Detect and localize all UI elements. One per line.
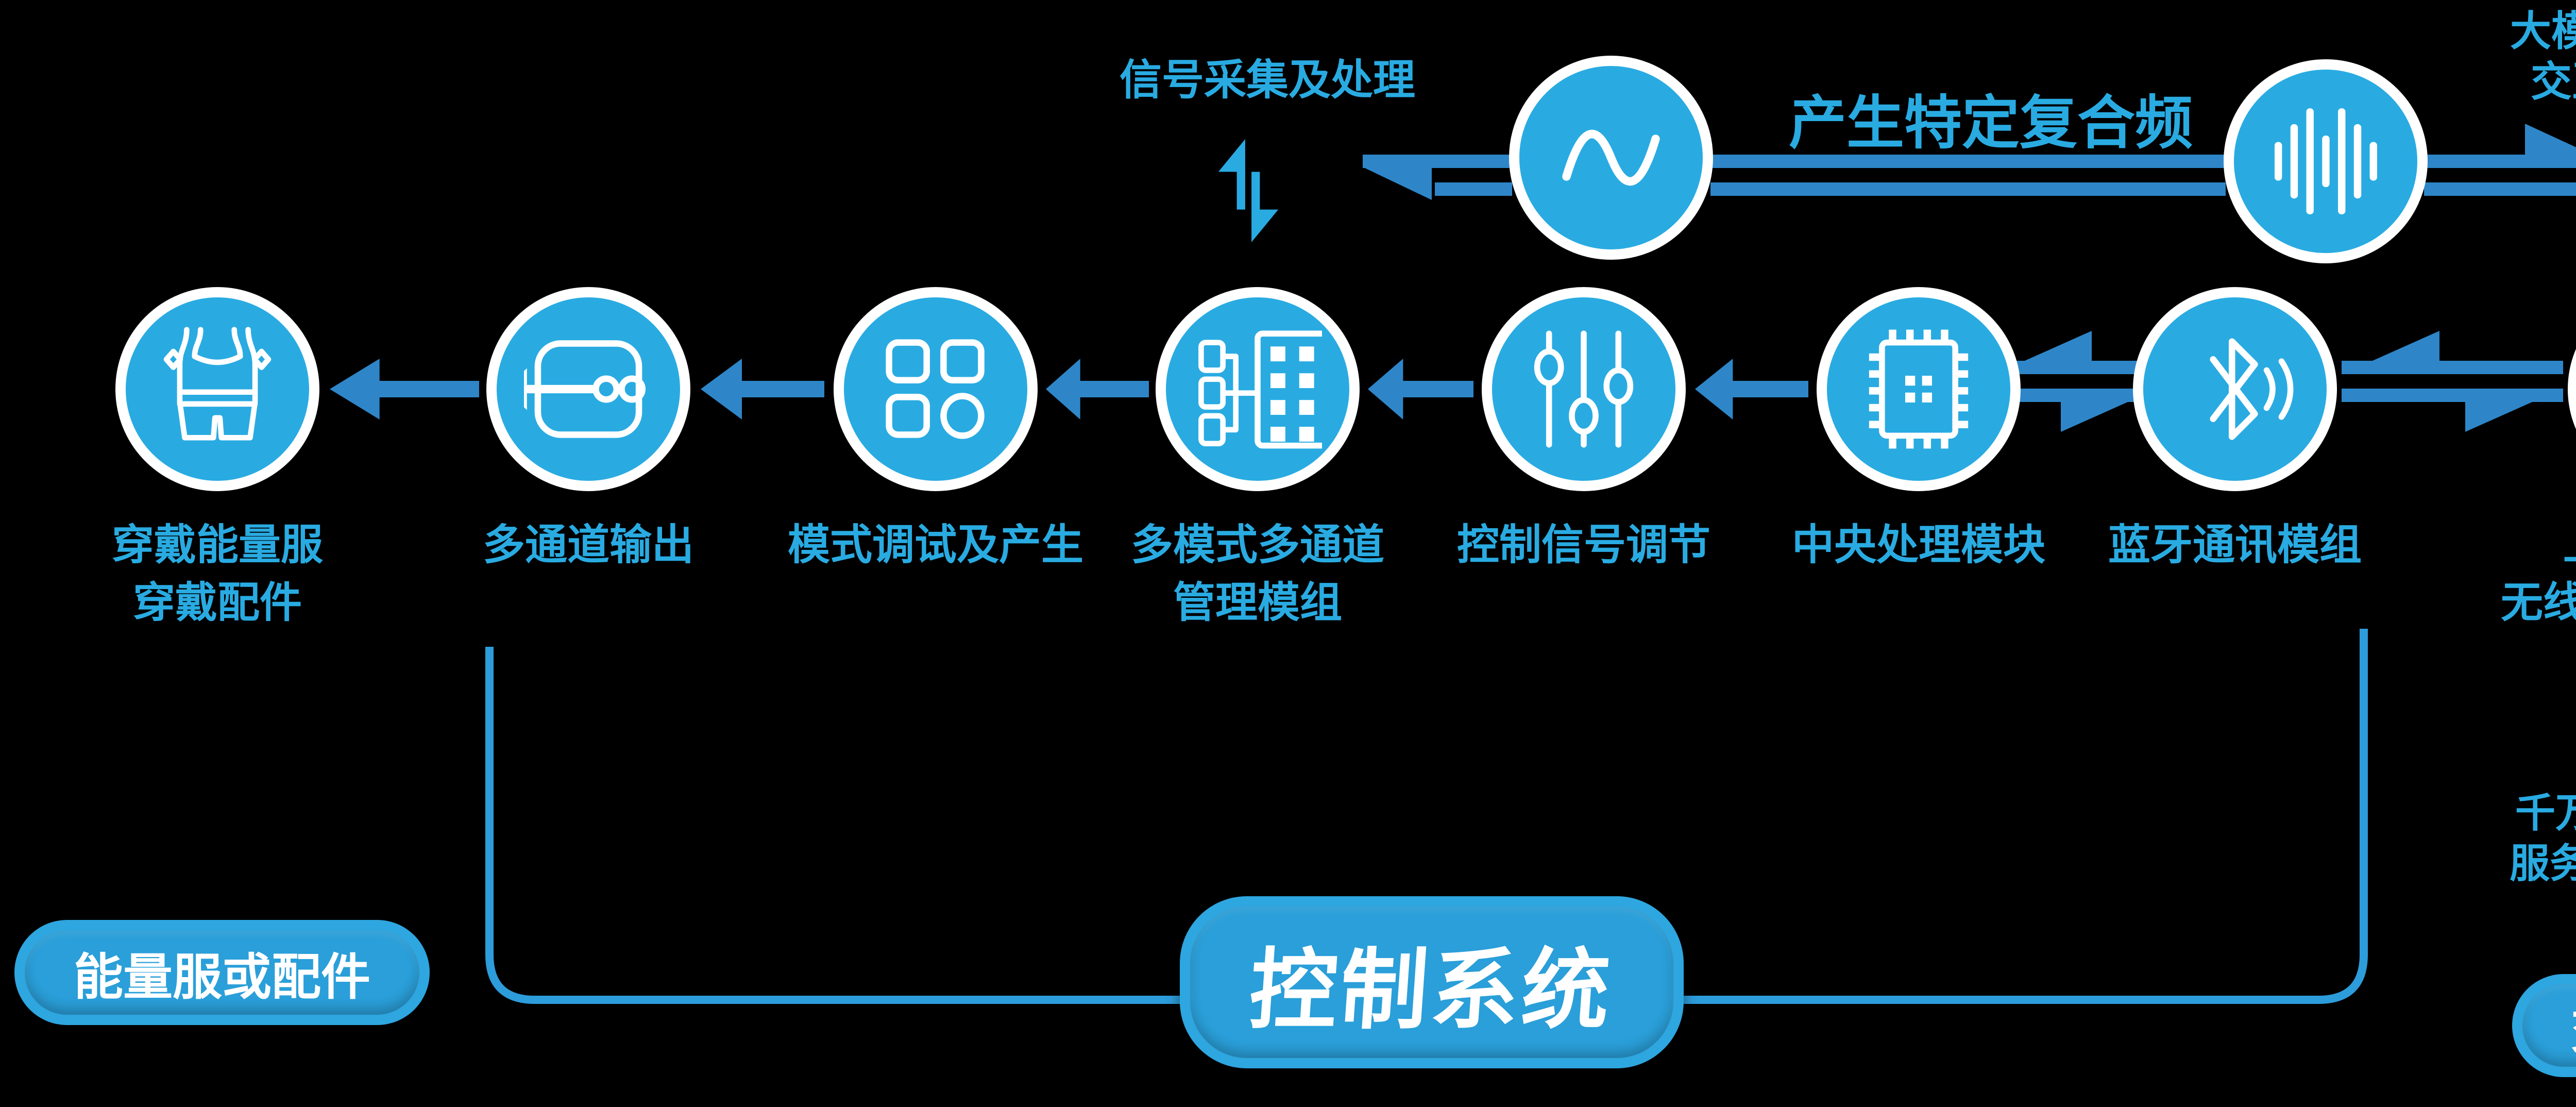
node-label-line: 中央处理模块 [1791, 522, 2045, 568]
node-multichannel-output [486, 287, 690, 491]
left-arrow [1368, 359, 1473, 420]
node-label: 多通道输出 [403, 516, 774, 574]
node-label: 模式调试及产生 [750, 516, 1121, 574]
node-signal-sliders [1482, 287, 1686, 491]
multichannel-output-icon [524, 340, 646, 438]
node-label-line: 穿戴能量服 [111, 522, 323, 568]
bluetooth-icon [2210, 338, 2294, 440]
node-label-line: 多模式多通道 [1130, 522, 1384, 568]
node-label: 蓝牙通讯模组 [2049, 516, 2420, 574]
interactive-tablet-badge-inner: 交互平板 [2522, 984, 2576, 1067]
audio-frequency-node [2224, 59, 2428, 263]
node-label-line: 管理模组 [1173, 579, 1342, 626]
interactive-tablet-badge-label: 交互平板 [2571, 990, 2576, 1062]
node-wearable-suit [115, 287, 319, 491]
platform-label-line1: 大模型智能数据 [2510, 8, 2576, 54]
node-label-line: 蓝牙通讯模组 [2108, 522, 2362, 568]
bidirectional-arrow [2342, 331, 2563, 432]
storage-label-line2: 服务器/智能交互 [2510, 841, 2576, 886]
energy-suit-badge-label: 能量服或配件 [74, 949, 370, 1005]
node-label-line: 上位机APP [2474, 516, 2576, 574]
sine-wave-icon [1562, 129, 1660, 186]
storage-server-label: 千万级数据储存 服务器/智能交互 大模型 [2447, 787, 2576, 939]
right-double-line-arrow [2424, 124, 2576, 196]
platform-label-line2: 交互分析平台 [2531, 59, 2576, 105]
node-label-line: 穿戴配件 [132, 579, 302, 626]
signal-capture-label: 信号采集及处理 [1119, 57, 1415, 104]
node-module-management [1156, 287, 1360, 491]
control-system-badge-label: 控制系统 [1246, 942, 1616, 1039]
sync-arrows-icon [1218, 139, 1279, 242]
double-connector-lines [1710, 155, 2226, 196]
bidirectional-arrow [2009, 331, 2143, 432]
node-label-line: 无线控制选择微调 [2500, 579, 2576, 626]
sine-generator-node [1509, 56, 1713, 260]
energy-suit-badge-inner: 能量服或配件 [25, 930, 419, 1015]
control-system-badge: 控制系统 [1180, 896, 1684, 1068]
energy-suit-badge: 能量服或配件 [14, 920, 430, 1025]
node-label: 控制信号调节 [1398, 516, 1769, 574]
mode-debug-icon [886, 339, 985, 439]
wearable-suit-icon [163, 327, 272, 441]
node-label: 多模式多通道 管理模组 [1072, 516, 1443, 632]
storage-label-line1: 千万级数据储存 [2515, 790, 2576, 835]
node-label-line: 模式调试及产生 [787, 522, 1083, 568]
node-label: 上位机APP 无线控制选择微调 [2474, 516, 2576, 632]
generate-frequency-label: 产生特定复合频 [1789, 91, 2193, 155]
module-management-icon [1198, 330, 1322, 449]
node-mode-debug [834, 287, 1038, 491]
node-label-line: 控制信号调节 [1456, 522, 1710, 568]
audio-bars-icon [2274, 108, 2377, 214]
big-model-platform-label: 大模型智能数据 交互分析平台 [2469, 6, 2576, 107]
left-double-line-arrow [1363, 155, 1512, 200]
left-arrow [1695, 359, 1808, 420]
left-arrow [1046, 359, 1149, 420]
node-label-line: 多通道输出 [482, 522, 694, 568]
node-bluetooth [2133, 287, 2337, 491]
node-label: 穿戴能量服 穿戴配件 [32, 516, 403, 632]
left-arrow [701, 359, 824, 420]
signal-sliders-icon [1534, 330, 1634, 448]
cpu-chip-icon [1869, 329, 1969, 449]
node-cpu [1817, 287, 2021, 491]
node-label: 中央处理模块 [1733, 516, 2104, 574]
left-arrow [330, 359, 479, 420]
control-system-badge-inner: 控制系统 [1190, 907, 1673, 1058]
